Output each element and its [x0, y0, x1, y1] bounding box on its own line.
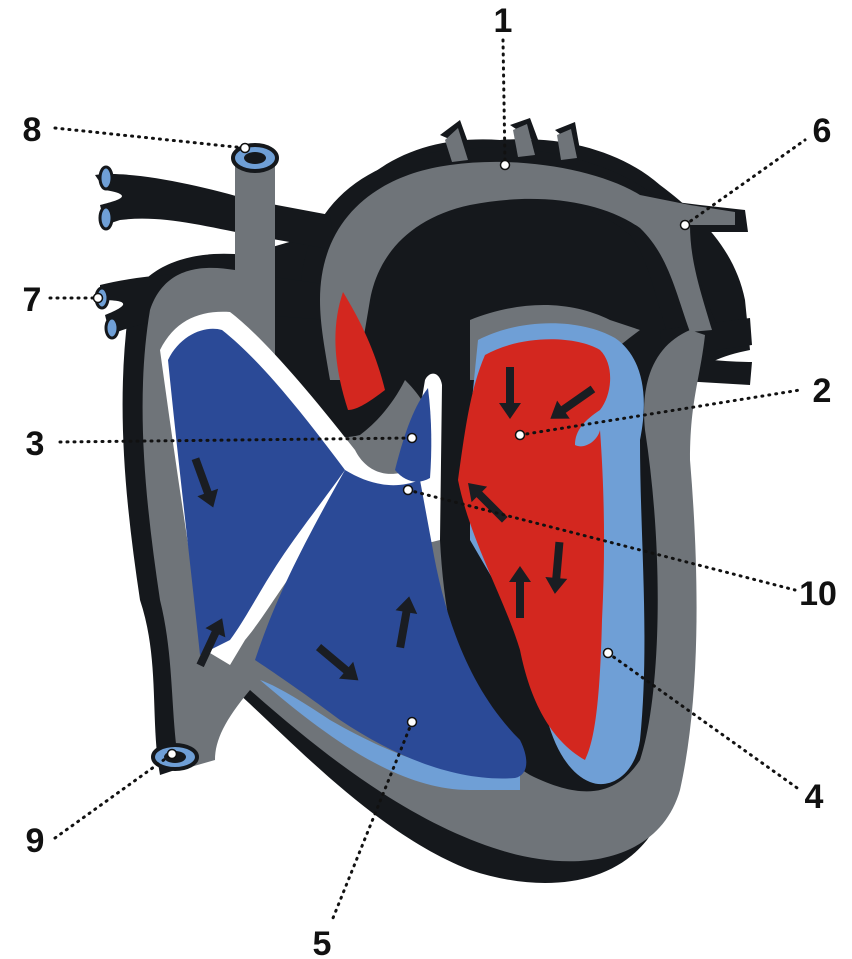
anchor-dot-9 — [168, 750, 177, 759]
label-1: 1 — [494, 2, 513, 40]
label-4: 4 — [805, 778, 824, 816]
label-9: 9 — [26, 822, 45, 860]
leader-line-9 — [55, 754, 172, 838]
pulmonary-vessel-opening-4 — [106, 318, 118, 338]
leader-line-8 — [55, 128, 245, 148]
label-5: 5 — [313, 925, 332, 959]
anchor-dot-4 — [604, 649, 613, 658]
label-8: 8 — [23, 111, 42, 149]
anchor-dot-5 — [408, 718, 417, 727]
anchor-dot-7 — [94, 294, 103, 303]
anchor-dot-10 — [404, 486, 413, 495]
leader-line-1 — [503, 40, 505, 163]
anchor-dot-1 — [501, 161, 510, 170]
anchor-dot-2 — [516, 431, 525, 440]
pulmonary-vessel-opening-2 — [100, 207, 112, 229]
label-10: 10 — [799, 575, 837, 613]
pulmonary-vessel-opening-1 — [100, 167, 112, 189]
label-7: 7 — [23, 281, 42, 319]
anchor-dot-6 — [681, 221, 690, 230]
anchor-dot-8 — [241, 144, 250, 153]
anchor-dot-3 — [408, 434, 417, 443]
label-6: 6 — [813, 112, 832, 150]
label-2: 2 — [813, 372, 832, 410]
label-3: 3 — [26, 425, 45, 463]
